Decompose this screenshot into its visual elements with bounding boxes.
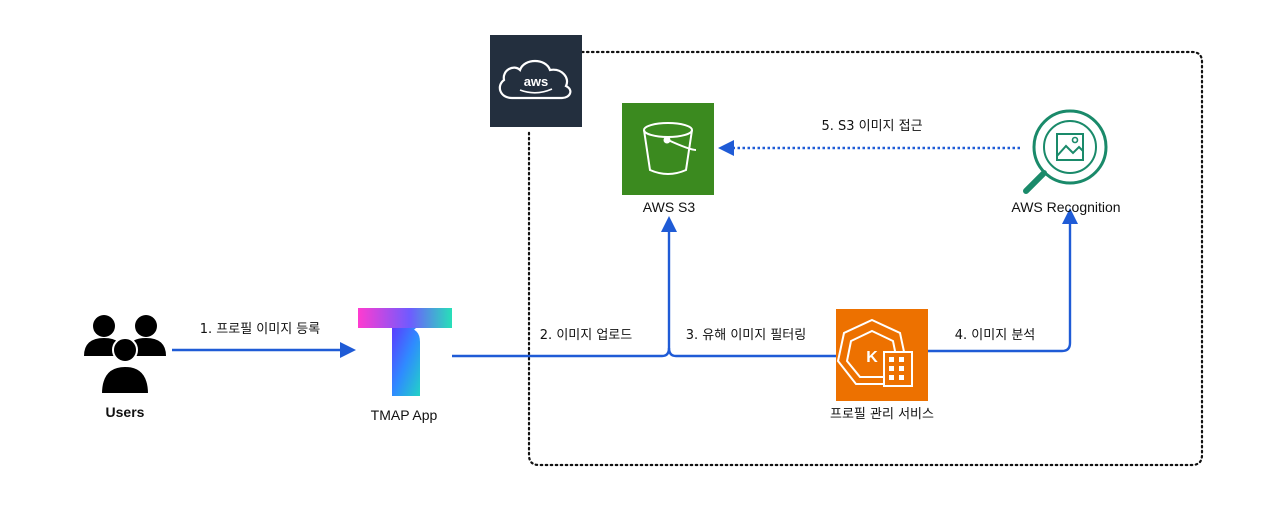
tmap-label: TMAP App — [371, 407, 438, 423]
eks-kubernetes-icon: K — [836, 318, 913, 387]
edge-service-to-s3 — [667, 347, 836, 358]
rekognition-node: AWS Recognition — [1011, 109, 1121, 215]
s3-node: AWS S3 — [622, 103, 714, 215]
edge-service-to-rekognition — [928, 208, 1078, 353]
edge-label-5: 5. S3 이미지 접근 — [821, 119, 922, 134]
s3-label: AWS S3 — [643, 199, 696, 215]
users-node: Users — [84, 315, 166, 420]
profile-service-label: 프로필 관리 서비스 — [830, 407, 934, 422]
s3-bucket-icon — [643, 122, 697, 175]
aws-group-boundary — [527, 50, 1204, 467]
edge-label-2: 2. 이미지 업로드 — [540, 328, 632, 343]
edge-users-to-tmap — [172, 342, 356, 358]
edge-rekognition-to-s3 — [718, 140, 1020, 156]
aws-badge-text: aws — [524, 74, 549, 89]
svg-text:K: K — [866, 349, 878, 366]
edge-label-1: 1. 프로필 이미지 등록 — [200, 322, 321, 337]
aws-cloud-icon: aws — [490, 35, 582, 127]
rekognition-label: AWS Recognition — [1011, 199, 1120, 215]
rekognition-magnifier-icon — [1023, 109, 1108, 194]
tmap-logo — [358, 308, 452, 396]
edge-label-3: 3. 유해 이미지 필터링 — [686, 328, 806, 343]
users-label: Users — [106, 404, 145, 420]
service-icon-box — [836, 309, 928, 401]
profile-service-node: K 프로필 관리 서비스 — [830, 309, 934, 422]
edge-label-4: 4. 이미지 분석 — [955, 328, 1035, 343]
users-group-icon — [84, 315, 166, 395]
tmap-node: TMAP App — [358, 308, 452, 423]
s3-icon-box — [622, 103, 714, 195]
